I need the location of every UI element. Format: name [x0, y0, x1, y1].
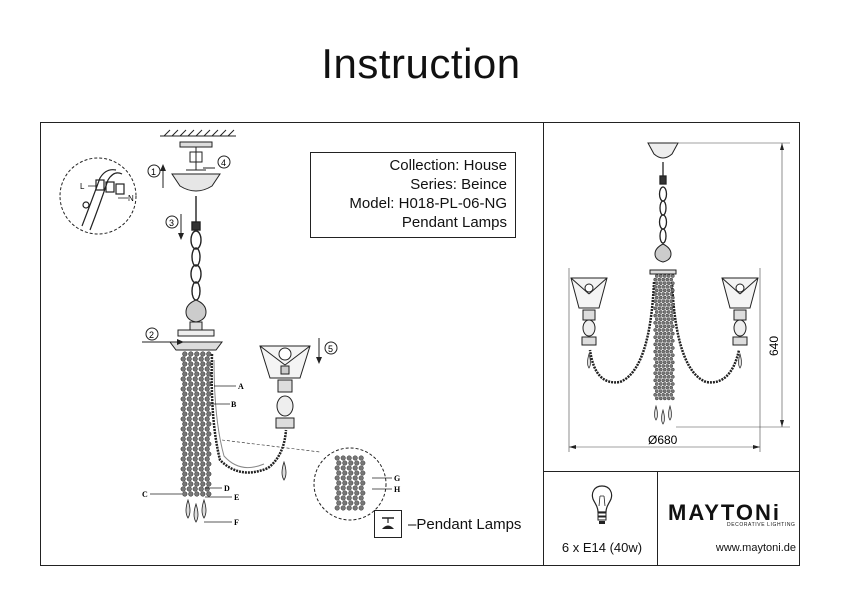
assembly-diagram: L N [59, 129, 401, 527]
step-5-label: 5 [328, 344, 333, 354]
canopy [171, 173, 221, 192]
part-label-e: E [234, 493, 239, 502]
divider-horizontal [543, 471, 800, 472]
part-label-f: F [234, 518, 239, 527]
brand-url: www.maytoni.de [715, 542, 796, 554]
step-markers [145, 155, 338, 355]
height-dimension: 640 [767, 336, 781, 356]
brand-tagline: DECORATIVE LIGHTING [727, 522, 796, 528]
pendant-lamp-icon [374, 510, 402, 538]
wire-label-l: L [80, 182, 85, 191]
part-label-b: B [231, 400, 237, 409]
series-text: Series: Beince [410, 176, 507, 193]
strand-detail [334, 455, 366, 511]
divider-vertical [543, 122, 544, 566]
part-label-c: C [142, 490, 148, 499]
overview-drawing: Ø680 640 [568, 142, 790, 452]
part-label-d: D [224, 484, 230, 493]
diameter-dimension: Ø680 [648, 433, 678, 447]
wire-label-n: N [128, 194, 134, 203]
type-text: Pendant Lamps [401, 214, 507, 231]
page-title: Instruction [321, 40, 521, 87]
central-ornament [185, 299, 207, 323]
bulb-icon [591, 485, 613, 524]
wire-detail [81, 169, 125, 231]
step-1-label: 1 [151, 167, 156, 177]
collection-text: Collection: House [389, 157, 507, 174]
crystal-drops [185, 498, 207, 523]
lamp-type-label: –Pendant Lamps [408, 515, 522, 533]
divider-vertical-footer [657, 471, 658, 566]
step-4-label: 4 [221, 158, 226, 168]
top-plate [177, 329, 215, 337]
bulb-spec: 6 x E14 (40w) [561, 540, 643, 555]
lamp-type-legend: –Pendant Lamps [374, 510, 521, 538]
wire-detail-circle [59, 157, 137, 235]
part-label-h: H [394, 485, 401, 494]
instruction-frame [40, 122, 800, 566]
mounting-bracket [179, 141, 213, 171]
ceiling [160, 129, 236, 137]
chain [190, 196, 202, 301]
candle-holder [275, 379, 295, 429]
lamp-shade [259, 345, 311, 379]
strand-detail-circle [313, 447, 387, 521]
product-info-box: Collection: House Series: Beince Model: … [310, 152, 516, 238]
part-label-g: G [394, 474, 400, 483]
crystal-strands [180, 351, 212, 497]
step-2-label: 2 [149, 330, 154, 340]
model-text: Model: H018-PL-06-NG [349, 195, 507, 212]
curved-arm [210, 353, 288, 474]
brand-logo: MAYTONi [668, 500, 782, 525]
part-label-a: A [238, 382, 244, 391]
step-3-label: 3 [169, 218, 174, 228]
